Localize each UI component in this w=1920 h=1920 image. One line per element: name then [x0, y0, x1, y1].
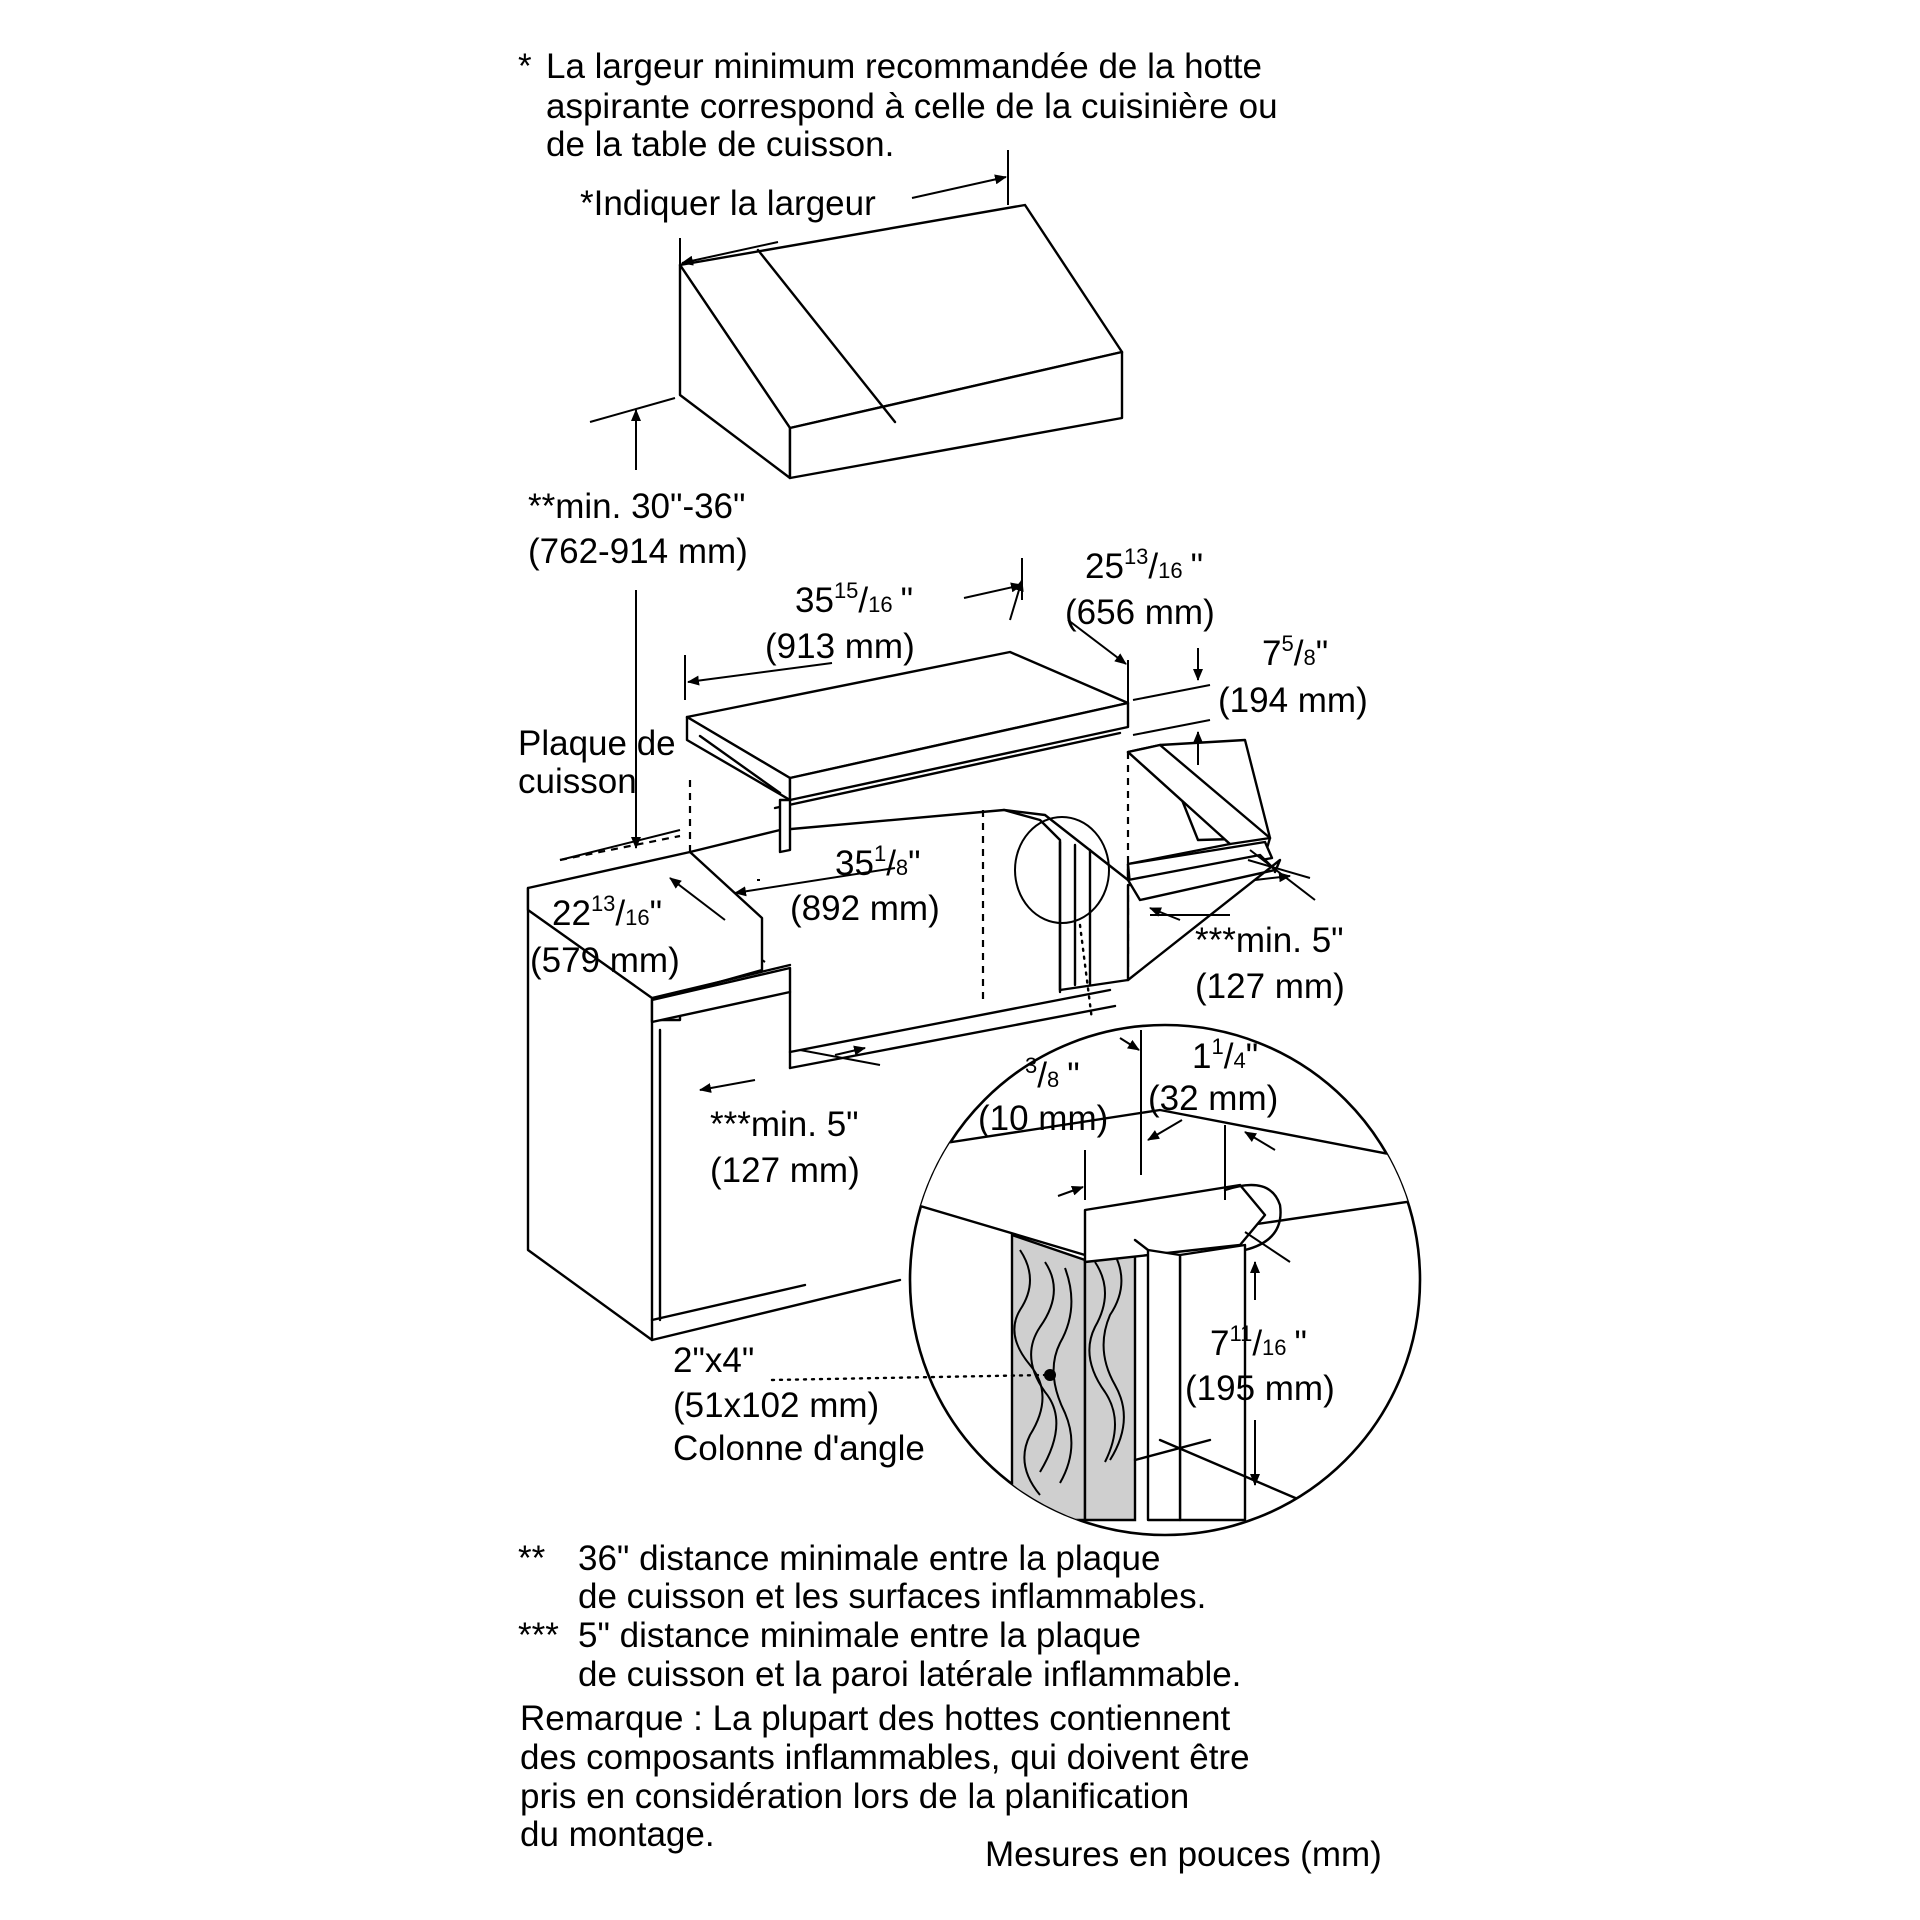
detail-view [908, 1023, 1422, 1537]
range-hood [678, 203, 1124, 480]
svg-text:La largeur minimum recommandée: La largeur minimum recommandée de la hot… [546, 47, 1262, 86]
svg-text:(10 mm): (10 mm) [978, 1099, 1108, 1138]
cooktop-label-line2: cuisson [518, 762, 637, 801]
base-cabinets [526, 738, 1282, 1342]
svg-text:(51x102 mm): (51x102 mm) [673, 1386, 879, 1425]
height-dim-line2: (762-914 mm) [528, 532, 748, 571]
svg-text:(656 mm): (656 mm) [1065, 593, 1215, 632]
cooktop [685, 650, 1130, 854]
detail-callout-circle [1014, 816, 1110, 924]
svg-text:des composants inflammables, q: des composants inflammables, qui doivent… [520, 1738, 1250, 1777]
svg-text:***min. 5": ***min. 5" [710, 1105, 859, 1144]
hood-width-label: *Indiquer la largeur [580, 184, 876, 223]
svg-text:3515/16": 3515/16" [795, 578, 913, 620]
svg-text:351/8": 351/8" [835, 841, 921, 883]
height-top-label: 75/8" (194 mm) [1218, 631, 1368, 720]
svg-text:*: * [518, 47, 532, 86]
cooktop-dimension-lines [669, 558, 1316, 1093]
svg-text:5" distance minimale entre la: 5" distance minimale entre la plaque [578, 1616, 1141, 1655]
svg-text:de cuisson et la paroi latéral: de cuisson et la paroi latérale inflamma… [578, 1655, 1241, 1694]
corner-post-label: 2"x4" (51x102 mm) Colonne d'angle [673, 1341, 1047, 1468]
hood-height-dimension: **min. 30"-36" (762-914 mm) [528, 397, 748, 861]
svg-text:(579 mm): (579 mm) [530, 941, 680, 980]
detail-b-label: 11/4" (32 mm) [1148, 1034, 1278, 1118]
svg-text:Remarque : La plupart des hott: Remarque : La plupart des hottes contien… [520, 1699, 1230, 1738]
detail-leader [1078, 923, 1094, 1022]
svg-text:(32 mm): (32 mm) [1148, 1079, 1278, 1118]
width-top-label: 3515/16" (913 mm) [765, 578, 915, 666]
hood-width-dimension: *Indiquer la largeur [580, 150, 1009, 292]
svg-text:(127 mm): (127 mm) [710, 1151, 860, 1190]
svg-text:(892 mm): (892 mm) [790, 889, 940, 928]
svg-text:(913 mm): (913 mm) [765, 627, 915, 666]
detail-c-label: 711/16" (195 mm) [1185, 1321, 1335, 1408]
units-note: Mesures en pouces (mm) [985, 1835, 1382, 1874]
svg-text:aspirante correspond à celle d: aspirante correspond à celle de la cuisi… [546, 87, 1278, 126]
side-clearance-right-label: ***min. 5" (127 mm) [1195, 921, 1345, 1006]
detail-a-label: 3/8" (10 mm) [978, 1053, 1108, 1138]
svg-text:du montage.: du montage. [520, 1815, 715, 1854]
svg-text:(194 mm): (194 mm) [1218, 681, 1368, 720]
remark-note: Remarque : La plupart des hottes contien… [520, 1699, 1250, 1854]
svg-text:711/16": 711/16" [1210, 1321, 1307, 1363]
height-dim-line1: **min. 30"-36" [528, 487, 745, 526]
svg-text:2513/16": 2513/16" [1085, 544, 1203, 586]
svg-text:**: ** [518, 1539, 546, 1578]
svg-text:***min. 5": ***min. 5" [1195, 921, 1344, 960]
svg-text:2213/16": 2213/16" [552, 891, 662, 933]
svg-text:de la table de cuisson.: de la table de cuisson. [546, 125, 894, 164]
svg-text:36" distance minimale entre la: 36" distance minimale entre la plaque [578, 1539, 1161, 1578]
svg-text:***: *** [518, 1616, 559, 1655]
side-clearance-left-label: ***min. 5" (127 mm) [710, 1105, 860, 1190]
svg-text:2"x4": 2"x4" [673, 1341, 754, 1380]
svg-text:pris en considération lors de: pris en considération lors de la planifi… [520, 1777, 1189, 1816]
header-note: * La largeur minimum recommandée de la h… [518, 47, 1278, 164]
svg-text:(127 mm): (127 mm) [1195, 967, 1345, 1006]
depth-top-label: 2513/16" (656 mm) [1065, 544, 1215, 632]
svg-text:11/4": 11/4" [1192, 1034, 1258, 1076]
footnotes: ** 36" distance minimale entre la plaque… [518, 1539, 1241, 1694]
cooktop-label-line1: Plaque de [518, 724, 676, 763]
svg-text:(195 mm): (195 mm) [1185, 1369, 1335, 1408]
svg-text:de cuisson et les surfaces inf: de cuisson et les surfaces inflammables. [578, 1577, 1206, 1616]
cutout-width-label: 351/8" (892 mm) [790, 841, 940, 928]
svg-text:Colonne d'angle: Colonne d'angle [673, 1429, 925, 1468]
svg-text:3/8": 3/8" [1025, 1053, 1080, 1095]
cutout-depth-label: 2213/16" (579 mm) [530, 891, 680, 980]
svg-text:75/8": 75/8" [1262, 631, 1328, 673]
